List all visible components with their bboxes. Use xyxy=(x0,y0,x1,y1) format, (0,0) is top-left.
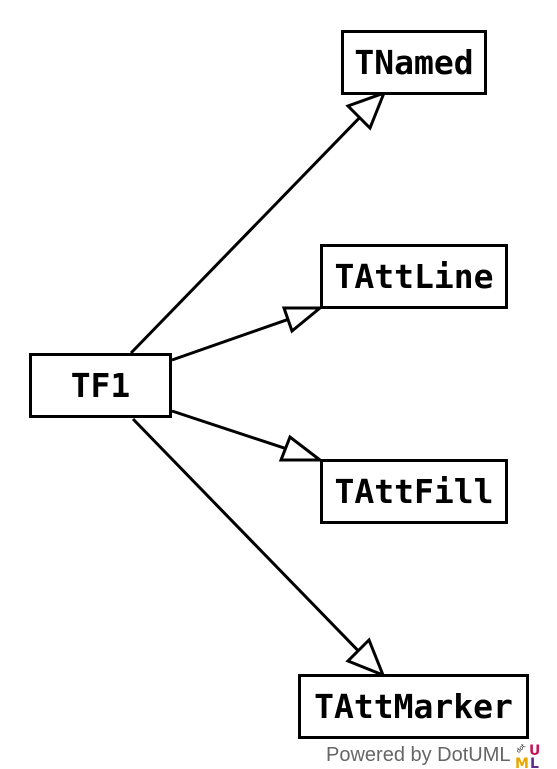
inheritance-arrowhead xyxy=(345,637,386,678)
class-label-tattline: TAttLine xyxy=(334,257,494,296)
class-node-tattline: TAttLine xyxy=(320,244,508,309)
edge-tf1-tattfill xyxy=(171,409,325,462)
class-node-tattmarker: TAttMarker xyxy=(298,674,529,739)
inheritance-arrowhead xyxy=(345,90,387,131)
dotuml-logo-icon: dot U M L xyxy=(515,742,540,768)
class-label-tf1: TF1 xyxy=(70,366,131,405)
class-node-tnamed: TNamed xyxy=(341,30,487,95)
svg-text:L: L xyxy=(530,756,539,768)
class-node-tattfill: TAttFill xyxy=(320,459,508,524)
class-node-tf1: TF1 xyxy=(29,353,172,418)
edge-tf1-tnamed xyxy=(129,90,387,355)
class-label-tnamed: TNamed xyxy=(354,43,474,82)
svg-text:dot: dot xyxy=(515,742,527,754)
class-label-tattmarker: TAttMarker xyxy=(314,687,513,726)
class-label-tattfill: TAttFill xyxy=(334,472,494,511)
inheritance-arrowhead xyxy=(278,434,325,462)
svg-text:U: U xyxy=(529,743,540,759)
inheritance-arrowhead xyxy=(281,306,325,334)
edge-tf1-tattmarker xyxy=(131,417,386,678)
edge-tf1-tattline xyxy=(171,306,325,362)
powered-by-text: Powered by DotUML xyxy=(326,744,511,766)
svg-text:M: M xyxy=(515,756,529,768)
powered-by-footer: Powered by DotUML dot U M L xyxy=(326,742,543,768)
